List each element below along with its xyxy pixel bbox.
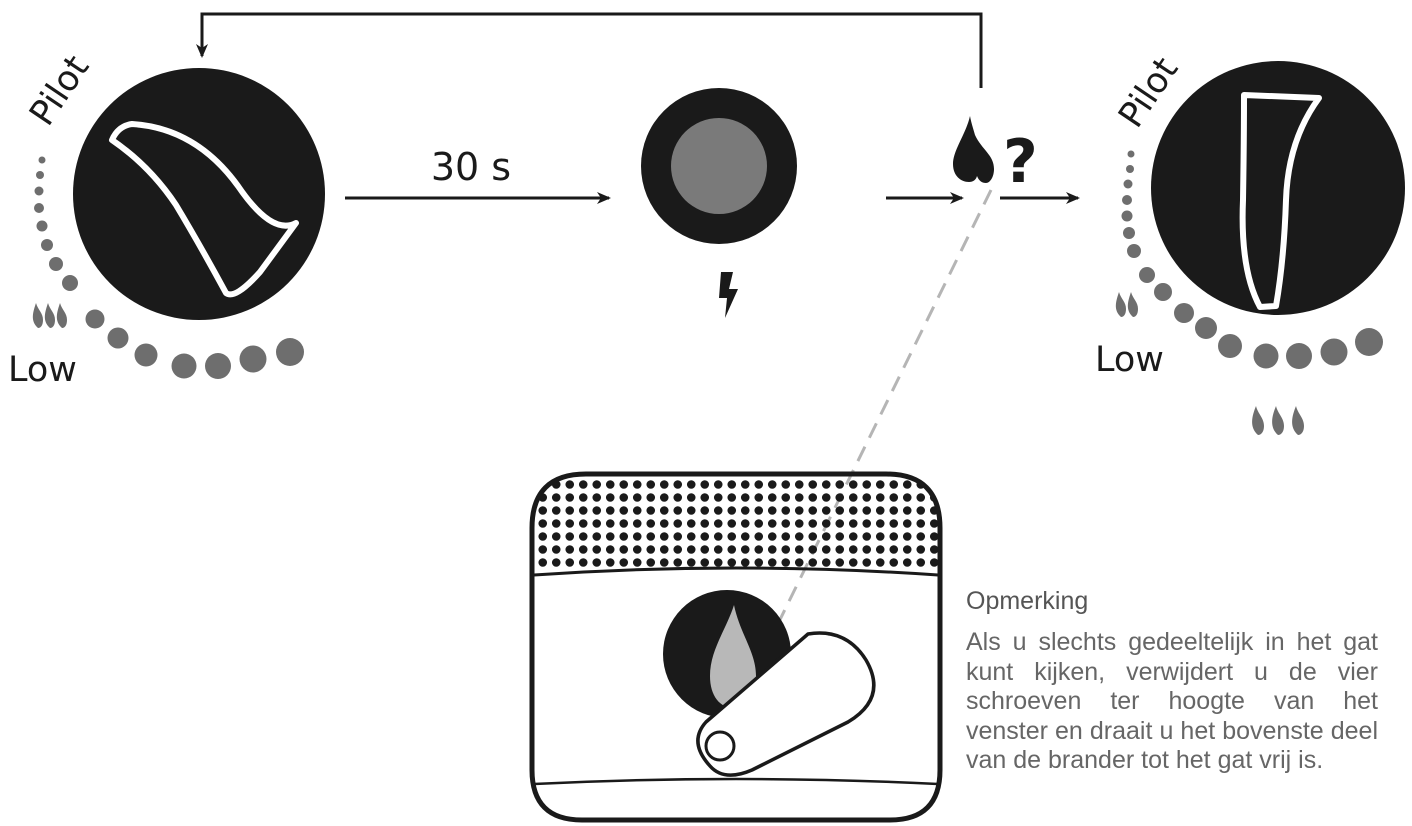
small-flames-icon xyxy=(1115,292,1138,317)
timer-label: 30 s xyxy=(431,145,511,189)
pilot-flame-icon xyxy=(710,605,756,708)
left-low-label: Low xyxy=(8,350,77,390)
note-box: Opmerking Als u slechts gedeeltelijk in … xyxy=(966,587,1378,776)
burner-divider-bottom xyxy=(533,777,939,786)
burner-top-dots xyxy=(532,474,940,568)
sight-glass-knob xyxy=(704,730,736,762)
right-knob-pointer xyxy=(1239,92,1322,310)
left-knob-pointer xyxy=(109,121,299,298)
left-pilot-label: Pilot xyxy=(22,49,97,133)
left-knob xyxy=(73,68,325,320)
right-knob-dial-dots xyxy=(1121,150,1383,369)
large-flames-icon xyxy=(1252,406,1304,435)
flame-check-symbol: ? xyxy=(1003,127,1038,197)
sight-glass-cover xyxy=(696,631,876,777)
small-flames-icon xyxy=(32,303,67,328)
note-body: Als u slechts gedeeltelijk in het gat ku… xyxy=(966,628,1378,774)
return-loop-line xyxy=(196,12,983,88)
right-knob-group: Pilot Low xyxy=(1095,51,1405,435)
right-low-label: Low xyxy=(1095,340,1164,380)
left-knob-dial-dots xyxy=(34,156,304,379)
left-knob-group: Pilot Low xyxy=(8,49,325,390)
ignition-button-group xyxy=(641,88,797,318)
ignition-button-center xyxy=(671,118,767,214)
right-knob xyxy=(1151,61,1405,315)
burner-outline xyxy=(529,471,943,823)
flame-icon xyxy=(953,116,994,183)
burner-illustration xyxy=(529,471,943,823)
spark-icon xyxy=(719,272,738,318)
burner-divider-top xyxy=(533,566,939,577)
note-title: Opmerking xyxy=(966,587,1089,615)
